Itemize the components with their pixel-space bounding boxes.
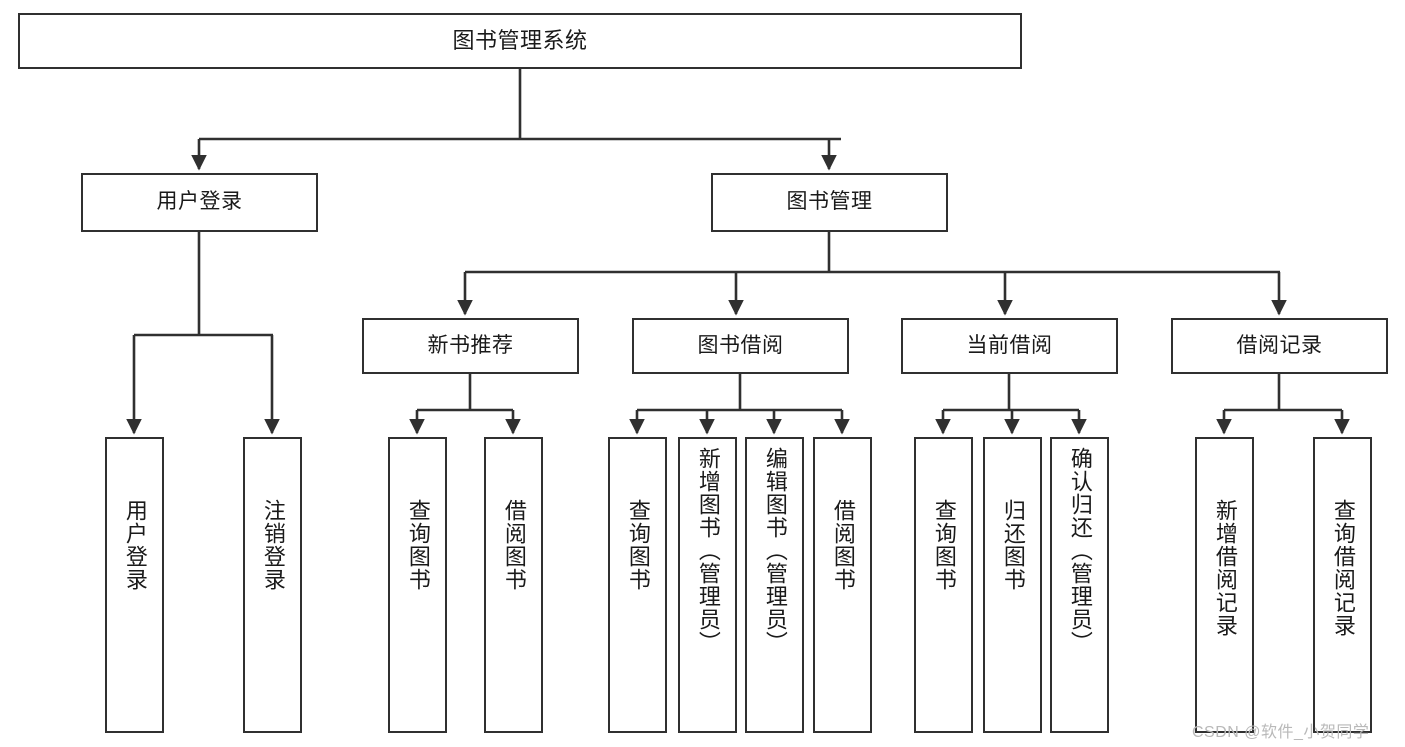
- node-leaf-borrow-book-new[interactable]: 借阅图书: [484, 437, 543, 733]
- node-new-book-recommend-label: 新书推荐: [427, 333, 514, 357]
- node-root[interactable]: 图书管理系统: [18, 13, 1022, 69]
- leaf-query-book-cur-label: 查询图书: [931, 499, 957, 591]
- node-leaf-confirm-return[interactable]: 确认归还（管理员）: [1050, 437, 1109, 733]
- node-leaf-query-book-new[interactable]: 查询图书: [388, 437, 447, 733]
- leaf-return-book-label: 归还图书: [1000, 499, 1026, 591]
- leaf-query-record-label: 查询借阅记录: [1330, 499, 1356, 637]
- leaf-logout-login-label: 注销登录: [260, 499, 286, 591]
- node-new-book-recommend[interactable]: 新书推荐: [362, 318, 579, 374]
- node-leaf-logout-login[interactable]: 注销登录: [243, 437, 302, 733]
- leaf-add-record-label: 新增借阅记录: [1212, 499, 1238, 637]
- node-user-login[interactable]: 用户登录: [81, 173, 318, 232]
- node-leaf-query-book-cur[interactable]: 查询图书: [914, 437, 973, 733]
- node-book-borrow[interactable]: 图书借阅: [632, 318, 849, 374]
- node-leaf-query-book-borrow[interactable]: 查询图书: [608, 437, 667, 733]
- node-leaf-add-record[interactable]: 新增借阅记录: [1195, 437, 1254, 733]
- node-leaf-borrow-book[interactable]: 借阅图书: [813, 437, 872, 733]
- node-user-login-label: 用户登录: [156, 190, 243, 214]
- leaf-borrow-book-new-label: 借阅图书: [501, 499, 527, 591]
- csdn-watermark: CSDN @软件_小贺同学: [1192, 724, 1370, 741]
- node-leaf-query-record[interactable]: 查询借阅记录: [1313, 437, 1372, 733]
- node-book-manage-label: 图书管理: [786, 190, 873, 214]
- node-leaf-return-book[interactable]: 归还图书: [983, 437, 1042, 733]
- leaf-confirm-return-label: 确认归还（管理员）: [1067, 447, 1093, 654]
- node-leaf-add-book[interactable]: 新增图书（管理员）: [678, 437, 737, 733]
- node-leaf-edit-book[interactable]: 编辑图书（管理员）: [745, 437, 804, 733]
- leaf-borrow-book-label: 借阅图书: [830, 499, 856, 591]
- node-current-borrow[interactable]: 当前借阅: [901, 318, 1118, 374]
- node-current-borrow-label: 当前借阅: [966, 333, 1053, 357]
- leaf-query-book-borrow-label: 查询图书: [625, 499, 651, 591]
- node-root-label: 图书管理系统: [452, 28, 588, 54]
- node-book-borrow-label: 图书借阅: [697, 333, 784, 357]
- node-borrow-record-label: 借阅记录: [1236, 333, 1323, 357]
- leaf-user-login-label: 用户登录: [122, 499, 148, 591]
- leaf-edit-book-label: 编辑图书（管理员）: [762, 447, 788, 654]
- leaf-add-book-label: 新增图书（管理员）: [695, 447, 721, 654]
- node-book-manage[interactable]: 图书管理: [711, 173, 948, 232]
- node-borrow-record[interactable]: 借阅记录: [1171, 318, 1388, 374]
- node-leaf-user-login[interactable]: 用户登录: [105, 437, 164, 733]
- leaf-query-book-new-label: 查询图书: [405, 499, 431, 591]
